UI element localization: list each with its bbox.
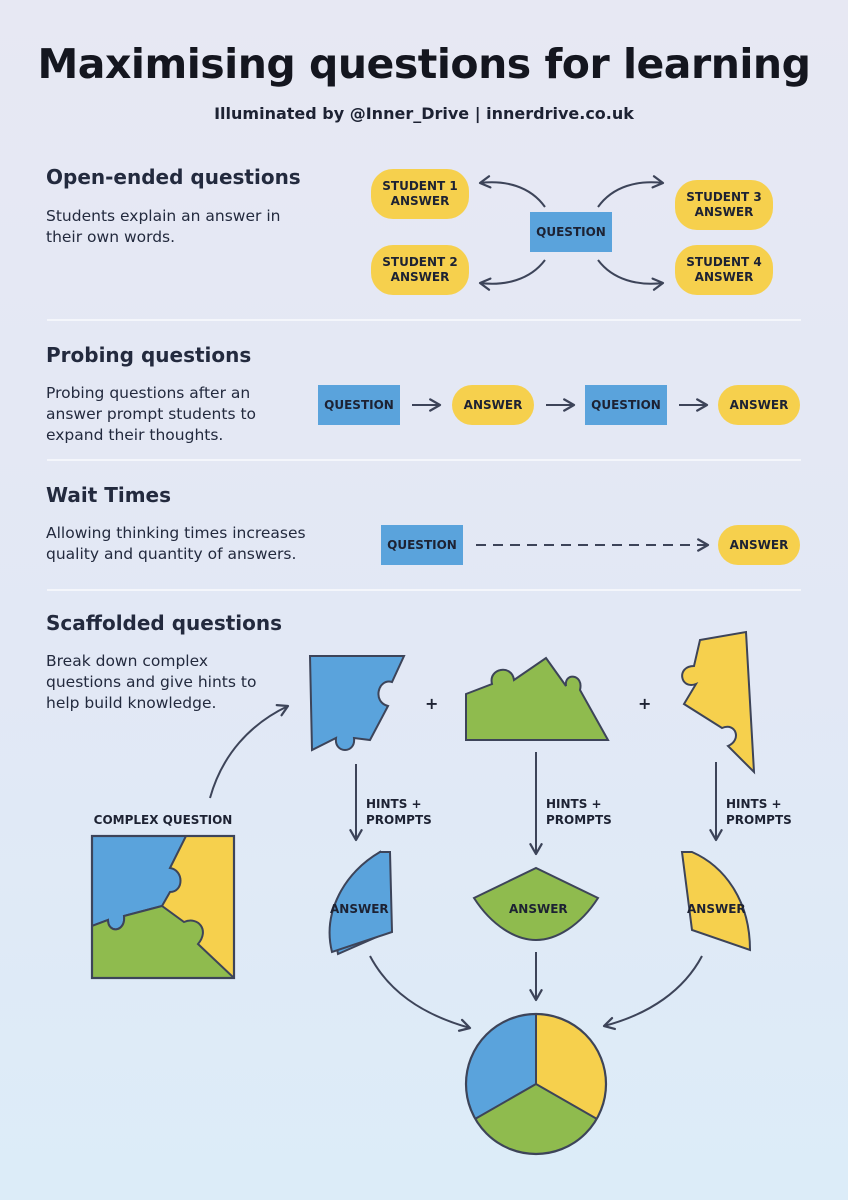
hints-prompts-label: HINTS + PROMPTS bbox=[366, 797, 432, 827]
arrow-to-student4 bbox=[597, 259, 665, 291]
scaffolded-description: Break down complex questions and give hi… bbox=[46, 652, 257, 712]
open-ended-description: Students explain an answer in their own … bbox=[46, 207, 281, 246]
student1-answer-pill: STUDENT 1 ANSWER bbox=[371, 169, 469, 219]
student3-answer-pill: STUDENT 3 ANSWER bbox=[675, 180, 773, 230]
green-answer-wedge bbox=[472, 866, 600, 942]
arrow-to-student1 bbox=[478, 175, 546, 208]
section-divider bbox=[47, 459, 801, 461]
page-title: Maximising questions for learning bbox=[37, 40, 811, 88]
green-puzzle-piece bbox=[465, 656, 610, 741]
blue-answer-wedge-fill bbox=[329, 852, 392, 952]
wait-times-description: Allowing thinking times increases qualit… bbox=[46, 524, 306, 563]
probing-question-box-1: QUESTION bbox=[318, 385, 400, 425]
plus-sign: + bbox=[638, 694, 652, 713]
scaffolded-heading: Scaffolded questions bbox=[46, 611, 283, 635]
open-ended-heading: Open-ended questions bbox=[46, 165, 301, 189]
arrow-complex-to-piece bbox=[209, 704, 290, 799]
student2-answer-pill: STUDENT 2 ANSWER bbox=[371, 245, 469, 295]
arrow-to-student3 bbox=[597, 175, 665, 208]
wait-answer-pill: ANSWER bbox=[718, 525, 800, 565]
probing-description: Probing questions after an answer prompt… bbox=[46, 384, 257, 444]
complex-question-puzzle bbox=[90, 834, 236, 980]
student4-answer-pill: STUDENT 4 ANSWER bbox=[675, 245, 773, 295]
wait-times-heading: Wait Times bbox=[46, 483, 172, 507]
section-divider bbox=[47, 589, 801, 591]
hints-prompts-label: HINTS + PROMPTS bbox=[726, 797, 792, 827]
blue-puzzle-piece bbox=[308, 655, 406, 752]
hints-prompts-label: HINTS + PROMPTS bbox=[546, 797, 612, 827]
yellow-puzzle-piece bbox=[681, 630, 756, 775]
wait-question-box: QUESTION bbox=[381, 525, 463, 565]
blue-answer-label: ANSWER bbox=[330, 902, 389, 916]
green-answer-label: ANSWER bbox=[509, 902, 568, 916]
yellow-answer-wedge bbox=[680, 851, 752, 952]
final-answer-circle bbox=[464, 1012, 608, 1156]
probing-answer-pill-1: ANSWER bbox=[452, 385, 534, 425]
complex-question-label: COMPLEX QUESTION bbox=[93, 813, 233, 827]
probing-question-box-2: QUESTION bbox=[585, 385, 667, 425]
yellow-answer-label: ANSWER bbox=[687, 902, 746, 916]
probing-answer-pill-2: ANSWER bbox=[718, 385, 800, 425]
converge-arrow-right bbox=[602, 955, 703, 1031]
arrow-to-student2 bbox=[478, 259, 546, 291]
open-ended-question-box: QUESTION bbox=[530, 212, 612, 252]
page-subtitle: Illuminated by @Inner_Drive | innerdrive… bbox=[214, 104, 634, 123]
probing-heading: Probing questions bbox=[46, 343, 252, 367]
converge-arrow-left bbox=[369, 955, 472, 1032]
plus-sign: + bbox=[425, 694, 439, 713]
section-divider bbox=[47, 319, 801, 321]
